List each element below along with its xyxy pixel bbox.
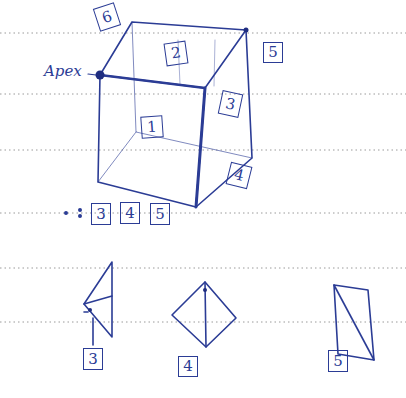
number-box: 6 bbox=[93, 2, 121, 32]
number-box: 5 bbox=[328, 350, 348, 372]
number-box: 5 bbox=[150, 203, 170, 225]
number-box: 1 bbox=[140, 115, 163, 138]
callout-number: 3 bbox=[88, 352, 98, 367]
callout-number: 3 bbox=[224, 96, 236, 113]
number-box: 4 bbox=[226, 162, 253, 190]
callout-number: 4 bbox=[125, 206, 135, 221]
number-box: 2 bbox=[164, 41, 189, 67]
number-box: 3 bbox=[218, 90, 244, 118]
callout-number: 2 bbox=[170, 45, 182, 61]
callout-number: 3 bbox=[96, 207, 106, 222]
number-box: 3 bbox=[83, 348, 103, 370]
callout-number: 4 bbox=[233, 167, 246, 184]
number-box: 5 bbox=[263, 42, 283, 63]
vertex-label: Apex bbox=[44, 62, 82, 80]
number-box: 4 bbox=[120, 202, 140, 224]
callout-number: 5 bbox=[155, 207, 165, 222]
number-box: 3 bbox=[91, 203, 111, 225]
callout-number: 4 bbox=[183, 359, 193, 374]
callout-number: 5 bbox=[268, 45, 278, 60]
callout-number: 5 bbox=[333, 354, 343, 369]
callout-number: 6 bbox=[100, 8, 114, 25]
callout-number: 1 bbox=[147, 119, 158, 135]
number-box: 4 bbox=[178, 356, 198, 377]
